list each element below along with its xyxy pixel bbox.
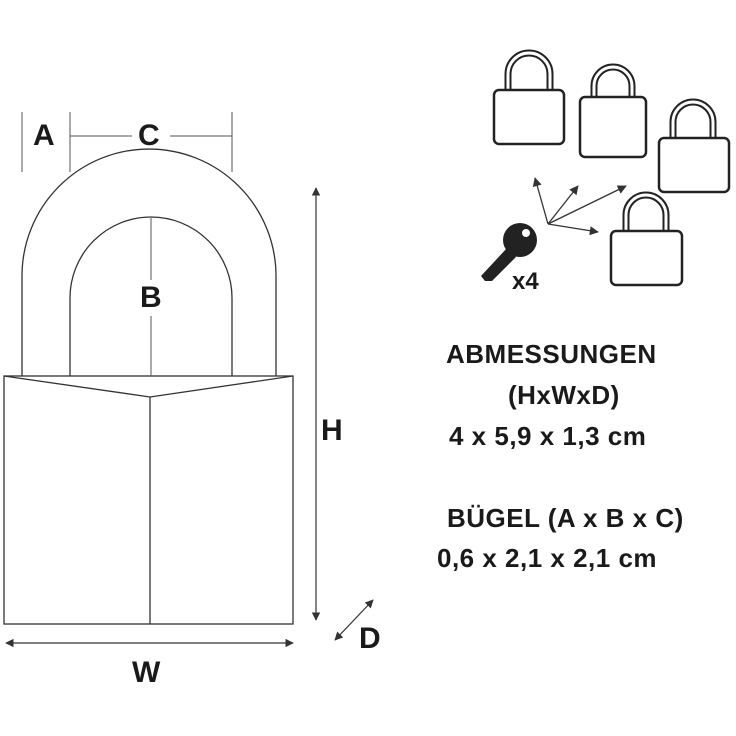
dimensions-title: ABMESSUNGEN [446, 339, 657, 369]
shackle-outer [21, 148, 277, 376]
padlock-body [3, 375, 294, 625]
dim-label-d: D [359, 622, 381, 655]
dimensions-value: 4 x 5,9 x 1,3 cm [449, 421, 647, 451]
small-padlock-icon [657, 98, 731, 194]
dim-label-c: C [138, 119, 160, 152]
dim-label-h: H [321, 414, 343, 447]
dim-d-arrow [334, 599, 374, 641]
key-count: x4 [512, 268, 539, 295]
shackle-title: BÜGEL (A x B x C) [447, 503, 684, 533]
padlock-body-bevel [3, 375, 294, 624]
dimensions-format: (HxWxD) [508, 380, 620, 410]
shackle-value: 0,6 x 2,1 x 2,1 cm [437, 543, 658, 573]
key-alike-arrows [532, 177, 627, 236]
dim-label-a: A [33, 119, 55, 152]
dim-label-w: W [132, 656, 161, 689]
shackle-inner [69, 216, 233, 376]
small-padlock-icon [492, 49, 566, 146]
dim-label-b: B [140, 281, 162, 314]
small-padlock-icon [578, 63, 648, 159]
small-padlock-icon [609, 191, 684, 287]
